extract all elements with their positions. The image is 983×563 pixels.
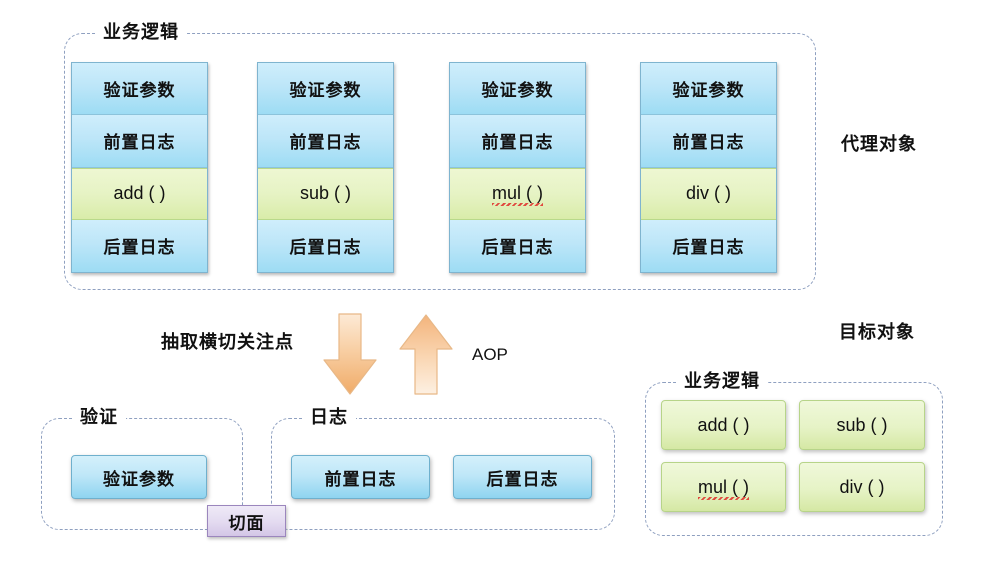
cell-validate-params: 验证参数 [641,63,776,116]
validation-group-label: 验证 [72,408,126,426]
target-group-label: 业务逻辑 [676,372,768,390]
extract-down-arrow [322,313,378,396]
aspect-box[interactable]: 切面 [207,505,286,537]
method-name-misspelled: mul ( ) [698,476,749,500]
proxy-business-logic-group [64,33,816,290]
proxy-column-add[interactable]: 验证参数 前置日志 add ( ) 后置日志 [71,62,208,273]
cell-after-log: 后置日志 [641,219,776,272]
cell-after-log: 后置日志 [72,219,207,272]
proxy-column-sub[interactable]: 验证参数 前置日志 sub ( ) 后置日志 [257,62,394,273]
cell-method-div: div ( ) [641,167,776,220]
cell-after-log: 后置日志 [258,219,393,272]
aop-label: AOP [472,345,508,364]
cell-method-sub: sub ( ) [258,167,393,220]
cell-before-log: 前置日志 [641,115,776,168]
validate-params-box[interactable]: 验证参数 [71,455,207,499]
before-log-box[interactable]: 前置日志 [291,455,430,499]
cell-validate-params: 验证参数 [450,63,585,116]
logging-group [271,418,615,530]
target-method-add[interactable]: add ( ) [661,400,786,450]
cell-after-log: 后置日志 [450,219,585,272]
target-business-logic-group [645,382,943,536]
after-log-box[interactable]: 后置日志 [453,455,592,499]
target-method-sub[interactable]: sub ( ) [799,400,925,450]
validation-group [41,418,243,530]
cell-validate-params: 验证参数 [72,63,207,116]
target-method-div[interactable]: div ( ) [799,462,925,512]
proxy-column-mul[interactable]: 验证参数 前置日志 mul ( ) 后置日志 [449,62,586,273]
target-object-label: 目标对象 [839,322,915,342]
proxy-object-label: 代理对象 [841,134,917,154]
cell-before-log: 前置日志 [72,115,207,168]
cell-before-log: 前置日志 [258,115,393,168]
logging-group-label: 日志 [302,408,356,426]
cell-validate-params: 验证参数 [258,63,393,116]
aop-up-arrow [397,313,455,396]
cell-method-add: add ( ) [72,167,207,220]
method-name-misspelled: mul ( ) [492,183,543,207]
extract-crosscutting-label: 抽取横切关注点 [161,332,294,352]
target-method-mul[interactable]: mul ( ) [661,462,786,512]
proxy-column-div[interactable]: 验证参数 前置日志 div ( ) 后置日志 [640,62,777,273]
cell-method-mul: mul ( ) [450,167,585,220]
proxy-group-label: 业务逻辑 [95,23,187,41]
cell-before-log: 前置日志 [450,115,585,168]
